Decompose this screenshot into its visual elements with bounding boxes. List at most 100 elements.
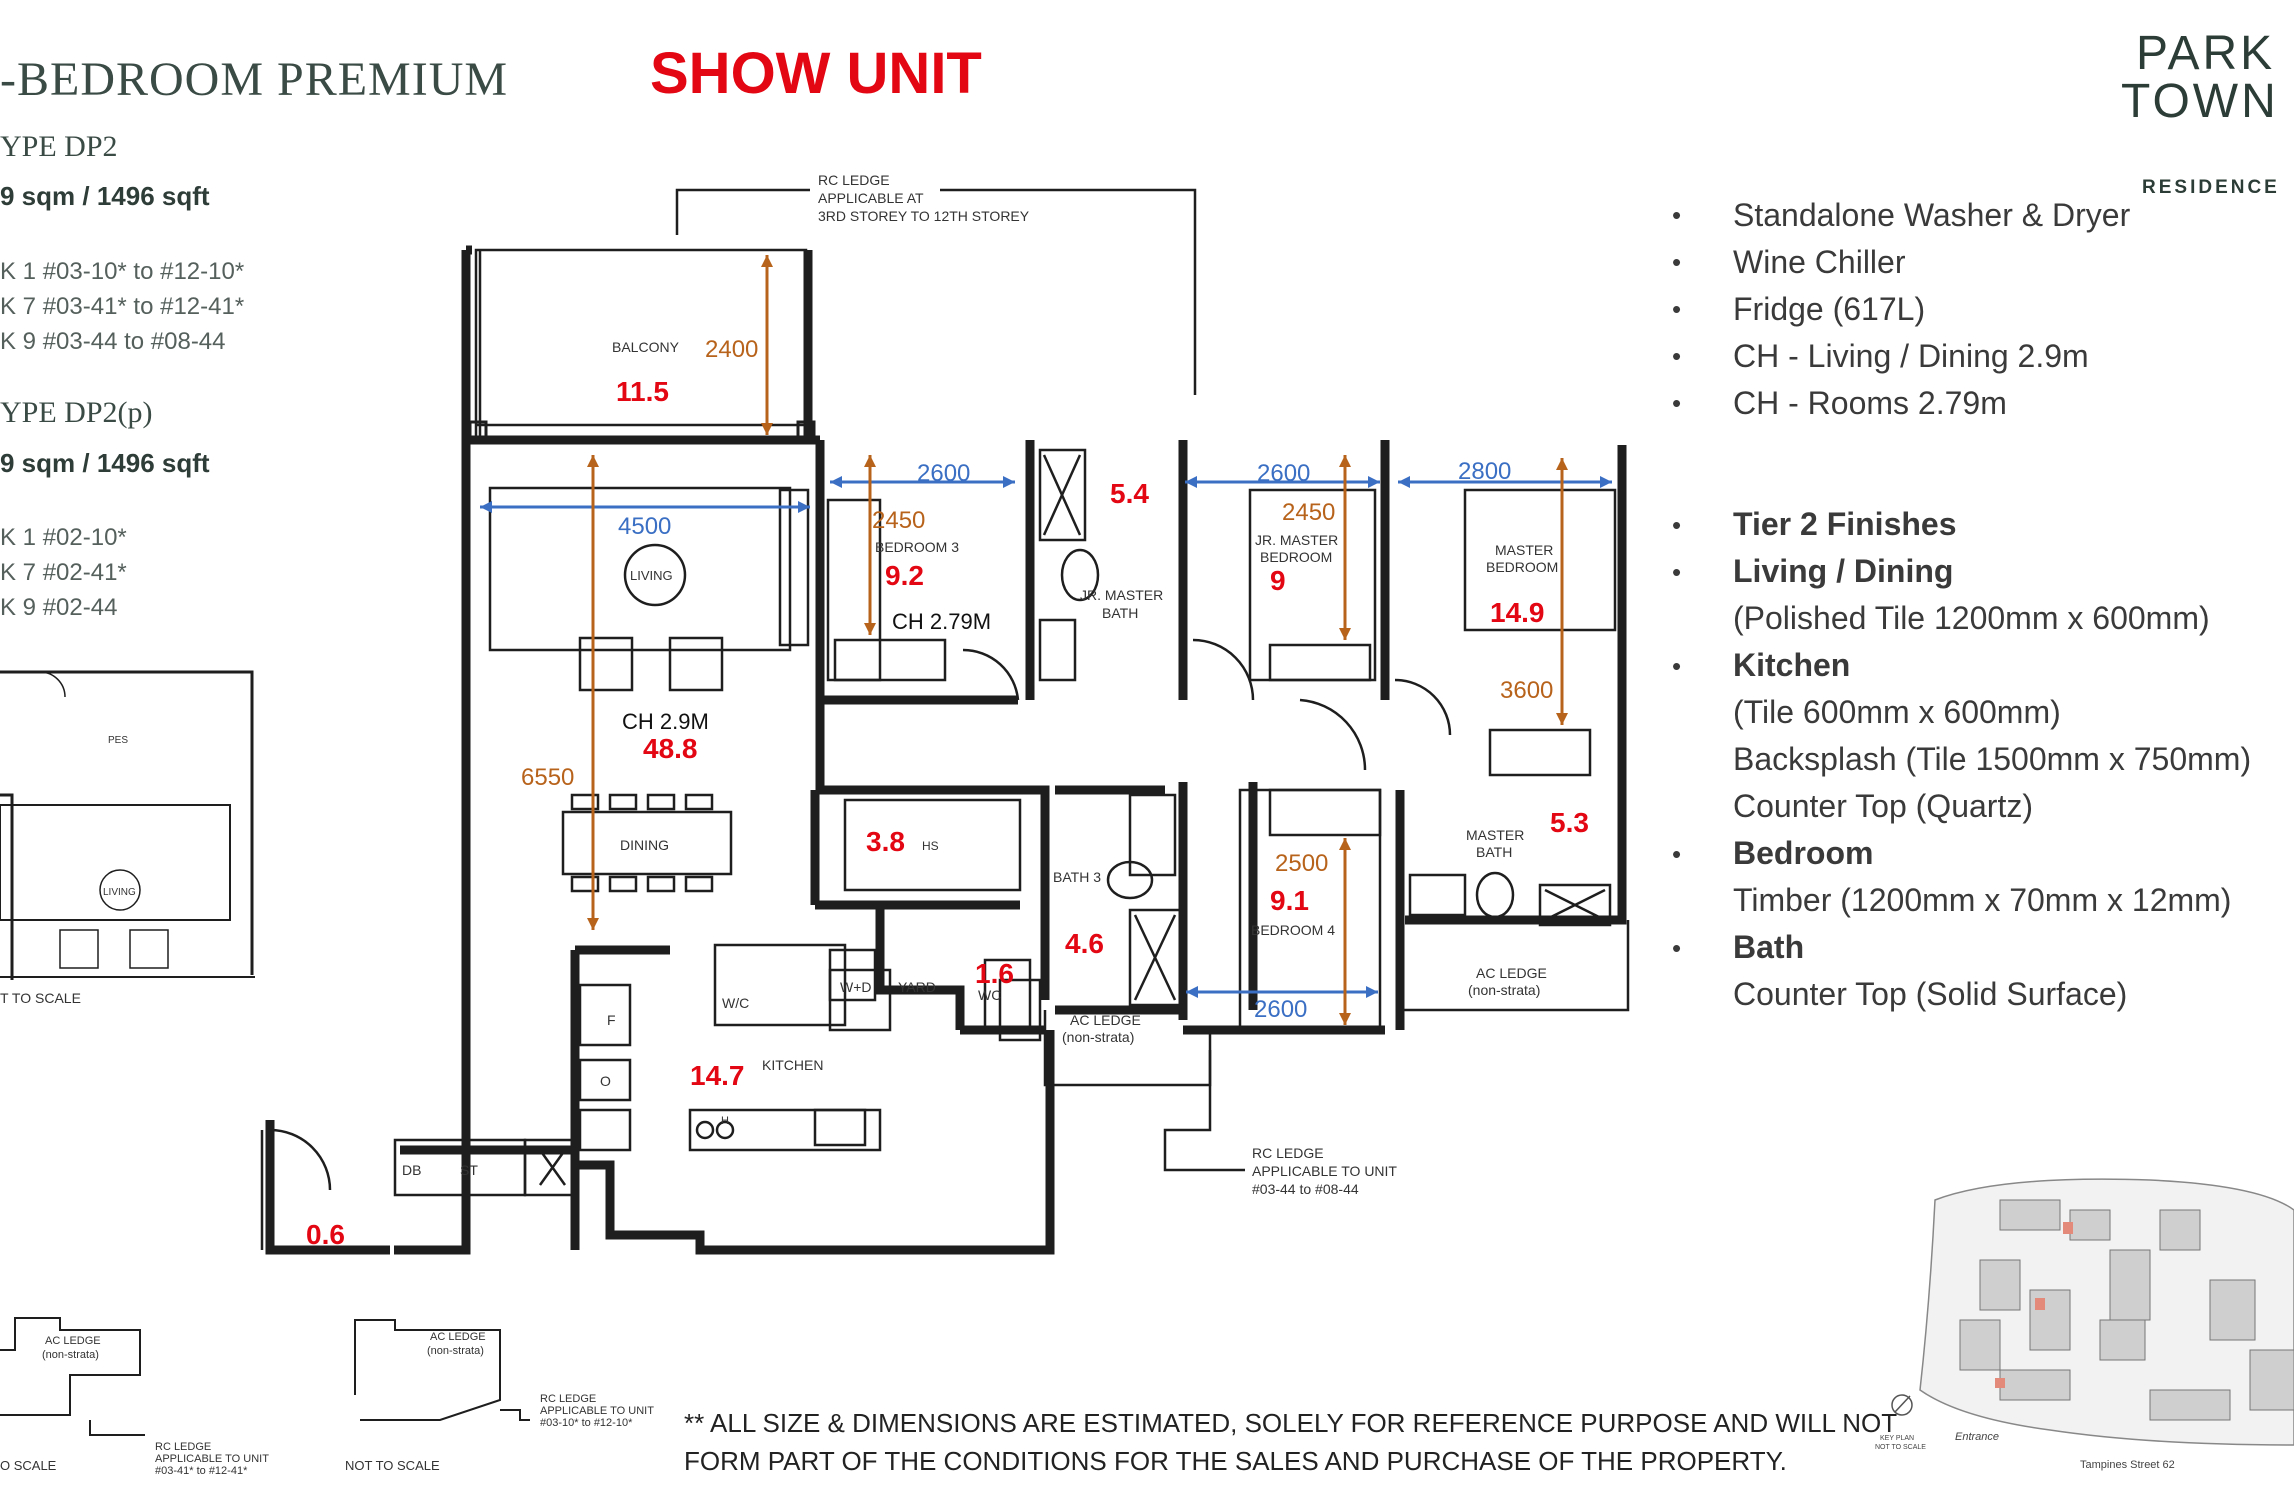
room-jr-master-bedroom-2: BEDROOM xyxy=(1260,549,1332,565)
bottom-inset-2 xyxy=(354,1319,530,1421)
area-balcony: 11.5 xyxy=(616,376,669,407)
dim-jr-depth: 2450 xyxy=(1282,499,1335,526)
room-bedroom-4: BEDROOM 4 xyxy=(1251,922,1335,938)
bi1-scale: O SCALE xyxy=(0,1458,57,1473)
room-yard: YARD xyxy=(898,979,936,995)
logo-residence: RESIDENCE xyxy=(2142,177,2280,198)
disclaimer-line-2: FORM PART OF THE CONDITIONS FOR THE SALE… xyxy=(684,1446,1787,1476)
rc-ledge-bottom-2: APPLICABLE TO UNIT xyxy=(1252,1163,1397,1179)
type-dp2p-label: YPE DP2(p) xyxy=(0,396,153,429)
area-bedroom-3: 9.2 xyxy=(885,560,924,591)
inset-plan xyxy=(0,670,255,980)
type-dp2p-unit-2: K 7 #02-41* xyxy=(0,559,127,586)
rc-ledge-top-1: RC LEDGE xyxy=(818,172,890,188)
type-dp2-label: YPE DP2 xyxy=(0,130,118,163)
bullet-icon: • xyxy=(1672,839,1682,869)
feature-wine-chiller: Wine Chiller xyxy=(1733,244,1906,280)
type-dp2p-unit-3: K 9 #02-44 xyxy=(0,594,118,621)
type-dp2-area: 9 sqm / 1496 sqft xyxy=(0,181,210,211)
finishes-living-head: Living / Dining xyxy=(1733,553,1954,589)
dim-bed3-depth: 2450 xyxy=(872,507,925,534)
key-plan-labels: Entrance Tampines Street 62 KEY PLAN NOT… xyxy=(1875,1431,2175,1471)
ceiling-heights: CH 2.79M CH 2.9M xyxy=(622,609,991,734)
feature-ch-rooms: CH - Rooms 2.79m xyxy=(1733,385,2007,421)
room-jr-master-bedroom-1: JR. MASTER xyxy=(1255,532,1338,548)
bullet-icon: • xyxy=(1672,933,1682,963)
bi1-rc-3: #03-41* to #12-41* xyxy=(155,1465,248,1477)
ch-rooms: CH 2.79M xyxy=(892,609,991,634)
dim-living-depth: 6550 xyxy=(521,764,574,791)
inset-labels: PES LIVING T TO SCALE xyxy=(0,735,136,1006)
room-db: DB xyxy=(402,1162,421,1178)
dim-master-width: 2800 xyxy=(1458,458,1511,485)
rc-ledge-bottom-3: #03-44 to #08-44 xyxy=(1252,1181,1359,1197)
type-dp2-unit-1: K 1 #03-10* to #12-10* xyxy=(0,258,245,285)
inner-lines xyxy=(260,188,1630,1250)
room-wd: W+D xyxy=(840,979,872,995)
finishes-kitchen-detail-3: Counter Top (Quartz) xyxy=(1733,788,2033,824)
area-jr-bath: 5.4 xyxy=(1110,478,1149,509)
rc-ledge-top-2: APPLICABLE AT xyxy=(818,190,924,206)
finishes-kitchen-detail-2: Backsplash (Tile 1500mm x 750mm) xyxy=(1733,741,2252,777)
finishes-bedroom-head: Bedroom xyxy=(1733,835,1874,871)
bullet-icon: • xyxy=(1672,341,1682,371)
inset-not-to-scale: T TO SCALE xyxy=(0,990,81,1006)
ch-living: CH 2.9M xyxy=(622,709,709,734)
area-bath-3: 4.6 xyxy=(1065,928,1104,959)
finishes-kitchen-head: Kitchen xyxy=(1733,647,1851,683)
logo-town: TOWN xyxy=(2121,75,2279,128)
show-unit-label: SHOW UNIT xyxy=(650,41,982,106)
bi1-ac-1: AC LEDGE xyxy=(45,1335,101,1347)
finishes-living-detail: (Polished Tile 1200mm x 600mm) xyxy=(1733,600,2210,636)
area-labels: 11.5 48.8 9.2 5.4 9 14.9 5.3 3.8 1.6 4.6… xyxy=(306,376,1589,1250)
feature-fridge: Fridge (617L) xyxy=(1733,291,1926,327)
room-kitchen: KITCHEN xyxy=(762,1057,823,1073)
width-dimension-arrows xyxy=(480,480,1612,994)
room-bedroom-3: BEDROOM 3 xyxy=(875,539,959,555)
room-jr-master-bath-1: JR. MASTER xyxy=(1080,587,1163,603)
room-h: H xyxy=(721,1115,729,1127)
bullet-icon: • xyxy=(1672,247,1682,277)
kp-street: Tampines Street 62 xyxy=(2080,1459,2175,1471)
dim-bed4-width: 2600 xyxy=(1254,996,1307,1023)
bullet-icon: • xyxy=(1672,557,1682,587)
logo-park: PARK xyxy=(2136,27,2276,80)
room-st: ST xyxy=(460,1162,478,1178)
finishes-bedroom-detail: Timber (1200mm x 70mm x 12mm) xyxy=(1733,882,2232,918)
area-master-bedroom: 14.9 xyxy=(1490,597,1545,628)
room-balcony: BALCONY xyxy=(612,339,680,355)
type-dp2p-unit-1: K 1 #02-10* xyxy=(0,524,127,551)
bi1-rc-1: RC LEDGE xyxy=(155,1441,211,1453)
room-living: LIVING xyxy=(630,568,673,583)
depth-dimension-arrows xyxy=(591,255,1564,1025)
area-entry: 0.6 xyxy=(306,1219,345,1250)
kp-note-1: KEY PLAN xyxy=(1880,1435,1914,1442)
finishes-kitchen-detail-1: (Tile 600mm x 600mm) xyxy=(1733,694,2061,730)
bi2-ac-1: AC LEDGE xyxy=(430,1331,486,1343)
dim-master-depth: 3600 xyxy=(1500,677,1553,704)
bi2-rc-2: APPLICABLE TO UNIT xyxy=(540,1405,654,1417)
room-wc: WC xyxy=(978,987,1001,1003)
area-jr-bedroom: 9 xyxy=(1270,565,1286,596)
area-bedroom-4: 9.1 xyxy=(1270,885,1309,916)
bullet-icon: • xyxy=(1672,651,1682,681)
room-master-bath-1: MASTER xyxy=(1466,827,1524,843)
dim-bed3-width: 2600 xyxy=(917,460,970,487)
disclaimer-line-1: ** ALL SIZE & DIMENSIONS ARE ESTIMATED, … xyxy=(684,1408,1898,1438)
bi2-scale: NOT TO SCALE xyxy=(345,1458,440,1473)
arrowheads xyxy=(480,255,1612,1025)
page-title: -BEDROOM PREMIUM xyxy=(0,53,509,106)
room-o: O xyxy=(600,1073,611,1089)
area-master-bath: 5.3 xyxy=(1550,807,1589,838)
kp-note-2: NOT TO SCALE xyxy=(1875,1444,1926,1451)
room-f: F xyxy=(607,1012,616,1028)
dim-bed4-depth: 2500 xyxy=(1275,850,1328,877)
dim-balcony-depth: 2400 xyxy=(705,336,758,363)
area-kitchen: 14.7 xyxy=(690,1060,745,1091)
bullet-icon: • xyxy=(1672,388,1682,418)
ac-ledge-2a: AC LEDGE xyxy=(1476,965,1547,981)
bi2-rc-3: #03-10* to #12-10* xyxy=(540,1417,633,1429)
key-plan xyxy=(1891,1178,2294,1446)
dim-living-width: 4500 xyxy=(618,513,671,540)
type-dp2p-area: 9 sqm / 1496 sqft xyxy=(0,448,210,478)
